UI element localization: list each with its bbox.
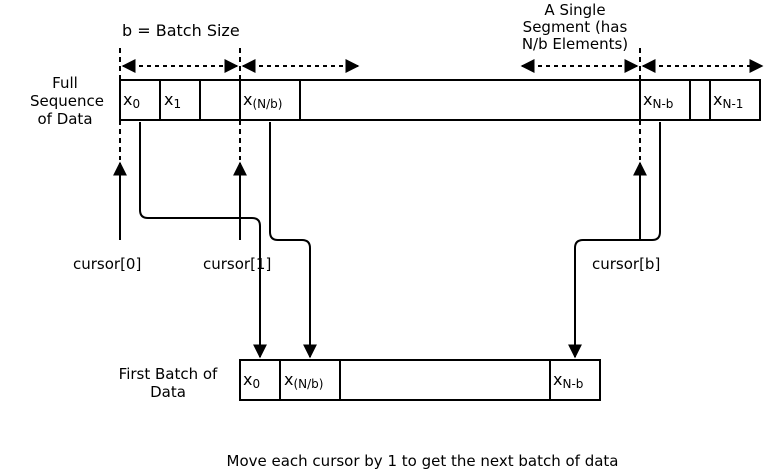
batch-cell-xNb: x(N/b) — [284, 370, 324, 391]
first-batch-label: First Batch of Data — [118, 365, 218, 401]
cursor-1-label: cursor[1] — [203, 255, 272, 273]
cursor-b-label: cursor[b] — [592, 255, 661, 273]
first-batch-bar — [239, 359, 601, 401]
caption: Move each cursor by 1 to get the next ba… — [226, 452, 619, 470]
single-segment-label: A Single Segment (has N/b Elements) — [521, 1, 629, 53]
full-cell-x1: x1 — [164, 90, 182, 111]
cursor-0-label: cursor[0] — [73, 255, 142, 273]
segment-boundary-lines — [119, 48, 641, 160]
full-sequence-bar — [119, 79, 761, 121]
full-cell-x0: x0 — [123, 90, 141, 111]
full-sequence-label: Full Sequence of Data — [30, 74, 104, 128]
full-cell-xNb: x(N/b) — [243, 90, 283, 111]
full-cell-xN-b: xN-b — [643, 90, 674, 111]
cursor-arrows — [113, 161, 647, 240]
full-cell-xN-1: xN-1 — [713, 90, 744, 111]
connector-xN-b — [568, 122, 661, 359]
batch-cell-xN-b: xN-b — [553, 370, 584, 391]
batch-size-label: b = Batch Size — [122, 21, 240, 40]
connector-xNb — [269, 122, 317, 359]
gather-connectors — [139, 122, 661, 359]
batch-cell-x0: x0 — [243, 370, 261, 391]
connector-x0 — [139, 122, 267, 359]
